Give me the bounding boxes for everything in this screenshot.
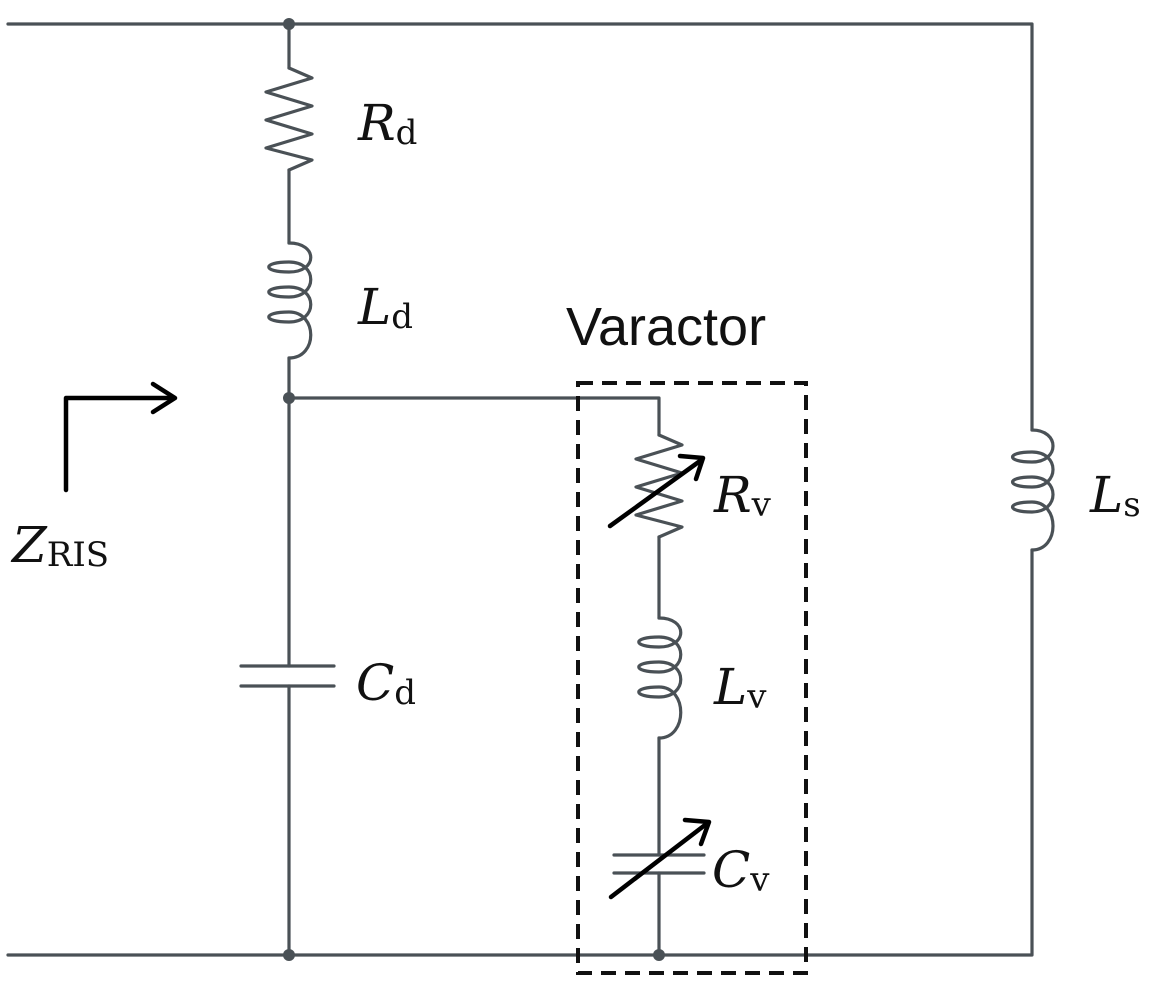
impedance-arrow-head [150, 381, 178, 415]
variable-arrow-rv [607, 458, 703, 529]
label-ld-sub: d [391, 297, 413, 337]
label-ld-main: L [357, 278, 391, 336]
inductor-lv [637, 616, 683, 740]
label-cd-sub: d [394, 673, 416, 713]
label-cv-sub: v [749, 860, 770, 900]
label-rv-main: R [713, 466, 752, 524]
variable-arrow-cv-head [682, 817, 712, 847]
variable-arrow-rv-head [677, 453, 706, 482]
label-ls-main: L [1089, 466, 1123, 524]
label-cd-main: C [356, 654, 394, 712]
label-lv-sub: v [746, 677, 767, 717]
inductor-ls [1010, 428, 1055, 552]
label-cv: Cv [712, 841, 770, 900]
label-lv: Lv [713, 658, 767, 717]
label-zris-main: Z [10, 516, 48, 574]
label-ld: Ld [357, 278, 413, 337]
varactor-dashed-box [576, 381, 808, 975]
top-rail-wire [6, 22, 1034, 432]
label-rd: Rd [357, 94, 417, 153]
resistor-rv [634, 433, 684, 539]
junction-dot-bottom-varactor [653, 949, 665, 961]
junction-dot-bottom-left [283, 949, 295, 961]
inductor-ld [267, 241, 313, 360]
impedance-arrow [63, 395, 177, 493]
variable-arrow-cv [608, 822, 708, 900]
label-cd: Cd [356, 654, 416, 713]
varactor-title: Varactor [566, 297, 766, 357]
label-rv-sub: v [751, 485, 772, 525]
label-ls-sub: s [1123, 485, 1140, 525]
label-rv: Rv [713, 466, 772, 525]
resistor-rd [264, 66, 314, 172]
label-ls: Ls [1089, 466, 1141, 525]
junction-dot-middle [283, 392, 295, 404]
bottom-rail-wire [6, 548, 1034, 957]
label-lv-main: L [713, 658, 747, 716]
label-cv-main: C [712, 841, 750, 899]
label-rd-main: R [357, 94, 396, 152]
node-to-varactor-wire [287, 396, 661, 437]
label-zris-sub: RIS [47, 535, 109, 575]
junction-dot-top [283, 18, 295, 30]
label-zris: ZRIS [10, 516, 109, 575]
label-rd-sub: d [396, 113, 418, 153]
